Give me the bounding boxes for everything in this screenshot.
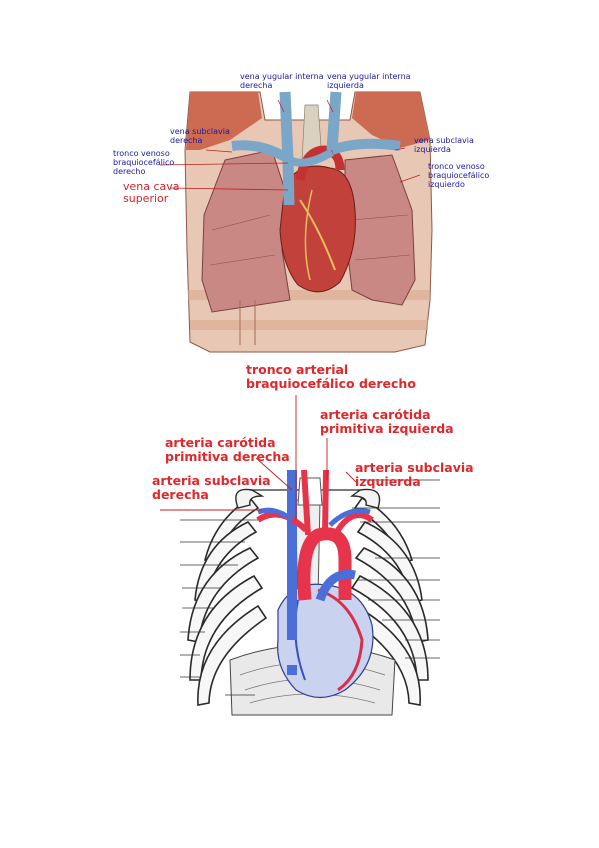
label-line: braquiocefálico	[428, 170, 490, 180]
label-line: arteria carótida	[320, 407, 431, 422]
label-line: tronco arterial	[246, 362, 349, 377]
label-line: arteria subclavia	[152, 473, 271, 488]
label-line: izquierdo	[428, 179, 465, 189]
label-arteria-subclavia-izquierda: arteria subclavia izquierda	[355, 461, 474, 489]
label-tronco-venoso-braquiocefalico-izquierdo: tronco venoso braquiocefálico izquierdo	[428, 162, 490, 190]
label-line: derecha	[240, 80, 273, 90]
label-line: arteria carótida	[165, 435, 276, 450]
label-line: primitiva izquierda	[320, 421, 454, 436]
top-leader-lines	[159, 99, 421, 191]
label-line: arteria subclavia	[355, 460, 474, 475]
label-line: primitiva derecha	[165, 449, 290, 464]
label-line: superior	[123, 192, 169, 206]
label-vena-subclavia-derecha: vena subclavia derecha	[170, 127, 230, 146]
label-line: izquierda	[355, 474, 421, 489]
label-arteria-carotida-primitiva-derecha: arteria carótida primitiva derecha	[165, 436, 290, 464]
label-line: vena yugular interna	[327, 72, 411, 81]
label-line: derecha	[170, 135, 203, 145]
label-tronco-arterial-braquiocefalico-derecho: tronco arterial braquiocefálico derecho	[246, 363, 416, 391]
label-line: izquierda	[414, 144, 451, 154]
bottom-leader-lines	[160, 395, 359, 520]
label-line: vena cava	[123, 180, 180, 193]
label-line: derecho	[113, 166, 146, 176]
label-line: vena yugular interna	[240, 72, 324, 81]
label-arteria-carotida-primitiva-izquierda: arteria carótida primitiva izquierda	[320, 408, 454, 436]
ribcage-arteries-illustration	[187, 469, 429, 716]
label-line: tronco venoso	[113, 149, 170, 158]
label-line: derecha	[152, 487, 209, 502]
label-tronco-venoso-braquiocefalico-derecho: tronco venoso braquiocefálico derecho	[113, 149, 175, 177]
label-vena-yugular-interna-derecha: vena yugular interna derecha	[240, 72, 324, 91]
label-vena-cava-superior: vena cava superior	[123, 180, 180, 206]
thorax-veins-illustration	[184, 91, 433, 353]
label-line: vena subclavia	[170, 127, 230, 136]
label-line: vena subclavia	[414, 136, 474, 145]
bottom-pointer-lines	[180, 479, 440, 696]
label-vena-subclavia-izquierda: vena subclavia izquierda	[414, 136, 474, 155]
label-vena-yugular-interna-izquierda: vena yugular interna izquierda	[327, 72, 411, 91]
label-line: braquiocefálico	[113, 157, 175, 167]
label-line: braquiocefálico derecho	[246, 376, 416, 391]
label-line: tronco venoso	[428, 162, 485, 171]
label-line: izquierda	[327, 80, 364, 90]
label-arteria-subclavia-derecha: arteria subclavia derecha	[152, 474, 271, 502]
